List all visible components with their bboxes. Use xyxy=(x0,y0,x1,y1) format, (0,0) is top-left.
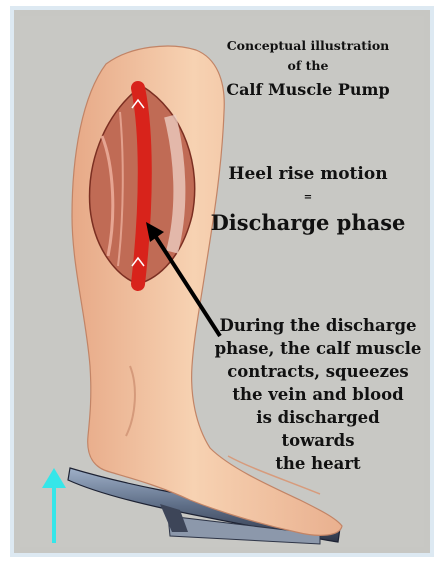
equals-sign: = xyxy=(188,192,428,203)
title-line-1: Conceptual illustration xyxy=(188,38,428,53)
description-text: During the discharge phase, the calf mus… xyxy=(198,314,438,475)
description-line-3: contracts, squeezes xyxy=(198,360,438,383)
description-line-6: towards xyxy=(198,429,438,452)
description-line-1: During the discharge xyxy=(198,314,438,337)
description-line-2: phase, the calf muscle xyxy=(198,337,438,360)
title-line-2: of the xyxy=(188,58,428,73)
description-line-4: the vein and blood xyxy=(198,383,438,406)
phase-label: Discharge phase xyxy=(188,210,428,235)
title-line-3: Calf Muscle Pump xyxy=(188,80,428,99)
description-line-7: the heart xyxy=(198,452,438,475)
up-arrow-icon xyxy=(42,468,66,543)
motion-label: Heel rise motion xyxy=(188,164,428,184)
description-line-5: is discharged xyxy=(198,406,438,429)
